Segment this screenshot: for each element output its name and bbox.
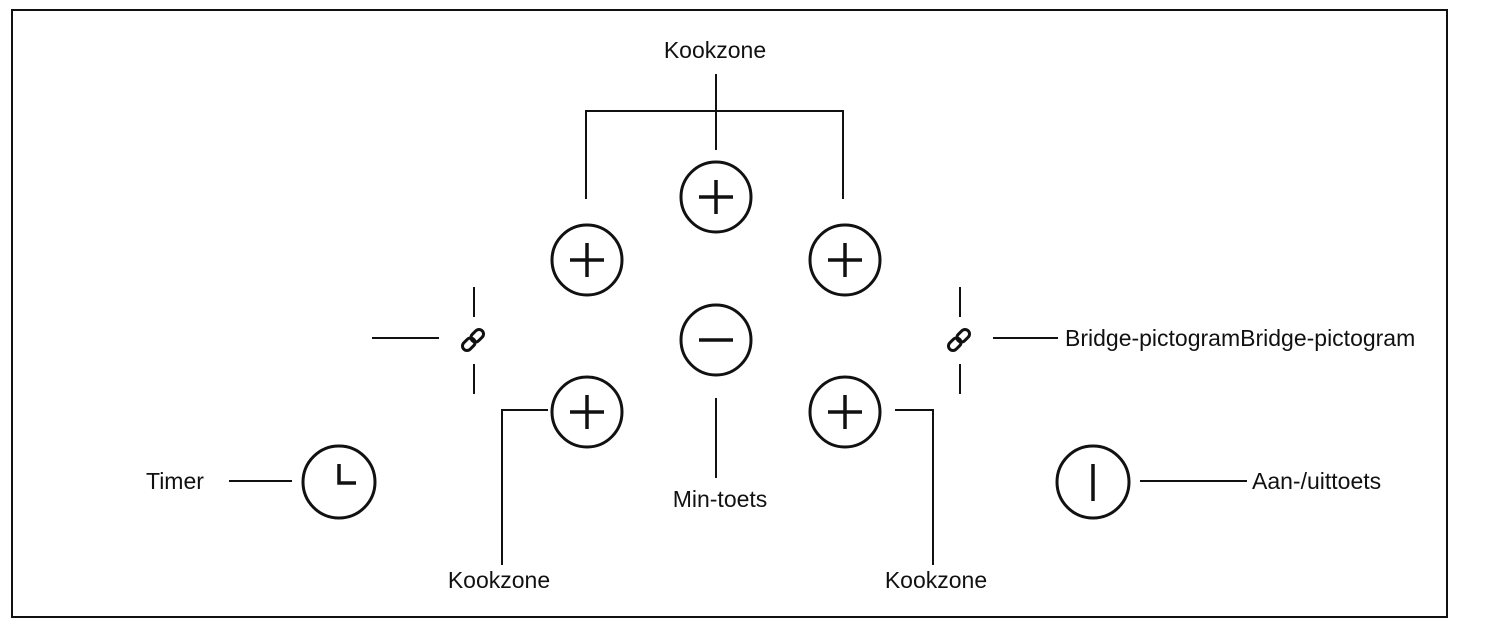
plus-button-top-center[interactable] — [679, 160, 753, 234]
label-kookzone-bottom-right: Kookzone — [885, 567, 987, 593]
plus-icon — [570, 395, 604, 429]
plus-button-lower-right[interactable] — [808, 375, 882, 449]
label-timer: Timer — [146, 468, 204, 494]
plus-button-upper-right[interactable] — [808, 223, 882, 297]
plus-icon — [570, 243, 604, 277]
panel-frame — [11, 9, 1448, 618]
plus-icon — [828, 243, 862, 277]
minus-button[interactable] — [679, 303, 753, 377]
kookzone-bottom-left-leader — [501, 409, 548, 565]
plus-button-upper-left[interactable] — [550, 223, 624, 297]
label-kookzone-top: Kookzone — [664, 37, 766, 63]
chain-link-icon — [460, 327, 486, 353]
label-bridge-pictogram: Bridge-pictogramBridge-pictogram — [1065, 325, 1415, 351]
power-button[interactable] — [1055, 444, 1131, 520]
clock-icon — [337, 464, 356, 485]
plus-button-lower-left[interactable] — [550, 375, 624, 449]
bridge-pictogram-right[interactable] — [946, 287, 972, 394]
kookzone-bottom-right-leader — [895, 409, 934, 565]
plus-icon — [699, 180, 733, 214]
chain-link-icon — [946, 327, 972, 353]
timer-button[interactable] — [301, 444, 377, 520]
plus-icon — [828, 395, 862, 429]
label-min-toets: Min-toets — [673, 486, 768, 512]
bridge-pictogram-left[interactable] — [460, 287, 486, 394]
label-kookzone-bottom-left: Kookzone — [448, 567, 550, 593]
label-aan-uittoets: Aan-/uittoets — [1252, 468, 1381, 494]
kookzone-top-leader — [585, 74, 844, 199]
